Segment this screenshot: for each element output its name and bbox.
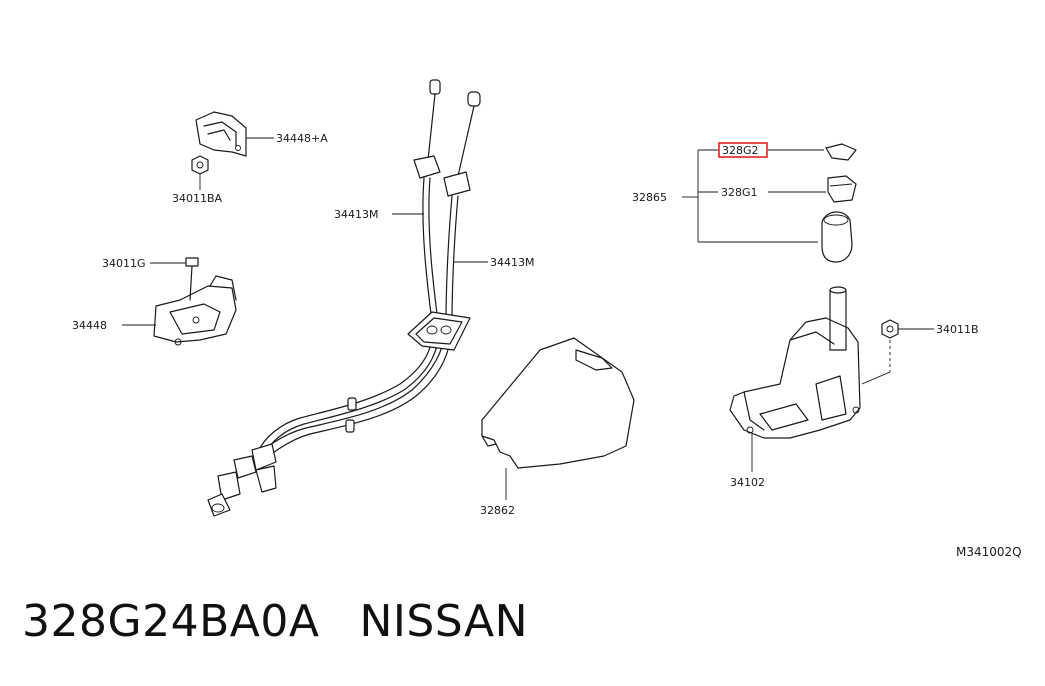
part-caption: 328G24BA0A NISSAN	[22, 596, 568, 647]
label-34413m-right: 34413M	[490, 256, 534, 269]
highlight-box	[718, 142, 768, 158]
label-34448: 34448	[72, 319, 107, 332]
label-328g1: 328G1	[721, 186, 758, 199]
cover-32862-drawing	[481, 337, 635, 469]
label-34011b: 34011B	[936, 323, 979, 336]
shift-cables-drawing	[207, 79, 481, 517]
brand-name: NISSAN	[359, 596, 529, 647]
label-34011g: 34011G	[102, 257, 146, 270]
label-34102: 34102	[730, 476, 765, 489]
shift-lever-34102-drawing	[729, 286, 861, 439]
diagram-code: M341002Q	[956, 545, 1022, 559]
part-number: 328G24BA0A	[22, 596, 320, 647]
knob-assembly-drawing	[821, 143, 857, 263]
nut-34011b-drawing	[881, 319, 899, 339]
label-34011ba: 34011BA	[172, 192, 223, 205]
label-32865: 32865	[632, 191, 667, 204]
label-highlighted-part: 328G2	[722, 144, 759, 157]
bracket-34448a-drawing	[191, 111, 247, 175]
label-34448a: 34448+A	[276, 132, 328, 145]
label-32862: 32862	[480, 504, 515, 517]
label-34413m-left: 34413M	[334, 208, 378, 221]
bracket-34448-drawing	[153, 257, 237, 346]
